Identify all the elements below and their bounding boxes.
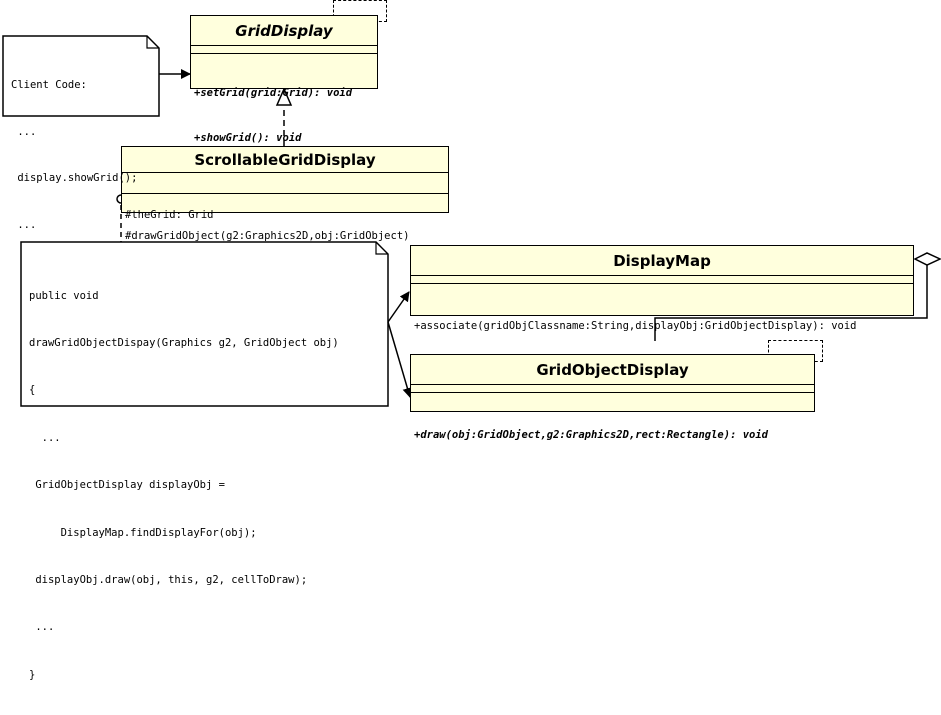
class-operations: +setGrid(grid:Grid): void +showGrid(): v… [191,54,377,178]
class-griddisplay[interactable]: GridDisplay +setGrid(grid:Grid): void +s… [190,15,378,144]
class-attributes [411,385,814,393]
note-to-displaymap-arrow [387,291,410,323]
class-attributes: #theGrid: Grid [122,173,448,221]
operation: +showGrid(): void [194,132,302,144]
class-operations: #drawGridObject(g2:Graphics2D,obj:GridOb… [122,194,448,278]
aggregation-edge [654,265,928,341]
client-code-note-shape [2,35,160,117]
note-line: { [29,384,36,397]
operation: +setGrid(grid:Grid): void [194,87,353,99]
note-client-code: Client Code: ... display.showGrid(); ... [3,36,159,231]
note-line: displayObj.draw(obj, this, g2, cellToDra… [29,573,308,586]
class-name: ScrollableGridDisplay [122,147,448,173]
class-displaymap[interactable]: DisplayMap +associate(gridObjClassname:S… [410,245,914,380]
note-line: ... [11,125,37,138]
note-line: ... [11,218,37,231]
class-name: DisplayMap [411,246,913,276]
note-line: ... [29,621,55,634]
class-attributes [411,276,913,284]
note-draw-method: public void drawGridObjectDispay(Graphic… [21,242,388,681]
draw-method-note-shape [20,241,389,407]
class-name: GridDisplay [191,16,377,46]
operation: +associate(gridObjClassname:String,displ… [414,320,857,332]
note-line: ... [29,431,61,444]
class-gridobjectdisplay[interactable]: GridObjectDisplay +draw(obj:GridObject,g… [410,354,815,441]
note-line: Client Code: [11,79,87,91]
class-name: GridObjectDisplay [411,355,814,385]
operation: +draw(obj:GridObject,g2:Graphics2D,rect:… [414,429,769,441]
aggregation-diamond [913,252,941,266]
note-line: display.showGrid(); [11,172,138,184]
class-attributes [191,46,377,54]
note-line: GridObjectDisplay displayObj = [29,479,225,492]
class-scrollablegriddisplay[interactable]: ScrollableGridDisplay #theGrid: Grid #dr… [121,146,449,242]
note-to-gridobjectdisplay-arrow [387,321,413,398]
note-line: drawGridObjectDispay(Graphics g2, GridOb… [29,336,339,349]
realization-arrowhead [275,87,293,106]
attribute: #theGrid: Grid [125,209,214,221]
class-operations: +draw(obj:GridObject,g2:Graphics2D,rect:… [411,393,814,477]
note-line: public void [29,289,99,302]
note-line: DisplayMap.findDisplayFor(obj); [29,526,257,539]
note-line: } [29,668,36,681]
operation: #drawGridObject(g2:Graphics2D,obj:GridOb… [125,230,410,242]
